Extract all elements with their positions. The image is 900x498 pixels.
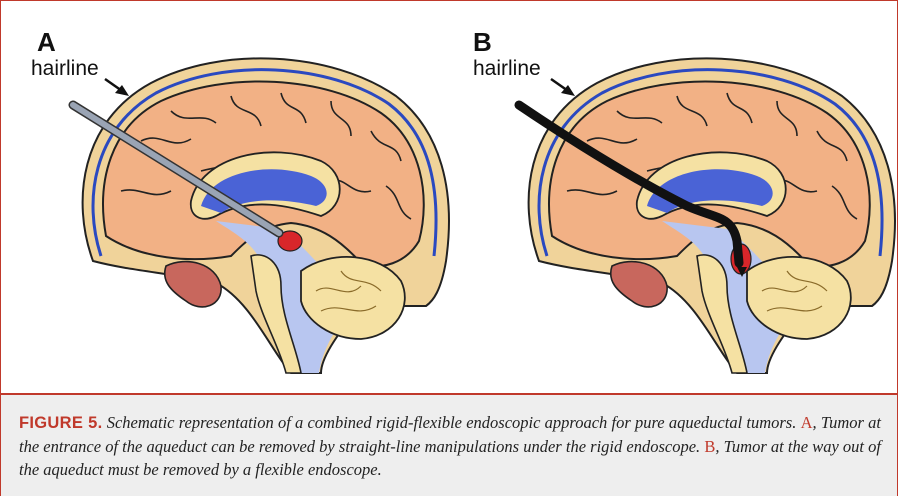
- caption-text-intro: Schematic representation of a combined r…: [102, 413, 800, 432]
- figure-illustration: A hairline: [1, 1, 897, 393]
- caption-ref-b: B: [704, 437, 715, 456]
- figure-label: FIGURE 5.: [19, 414, 102, 432]
- panel-a-brain-diagram: [1, 1, 451, 393]
- figure-caption-box: FIGURE 5. Schematic representation of a …: [1, 393, 897, 496]
- panel-b-brain-diagram: [447, 1, 897, 393]
- figure-caption: FIGURE 5. Schematic representation of a …: [19, 411, 881, 481]
- caption-ref-a: A: [801, 413, 813, 432]
